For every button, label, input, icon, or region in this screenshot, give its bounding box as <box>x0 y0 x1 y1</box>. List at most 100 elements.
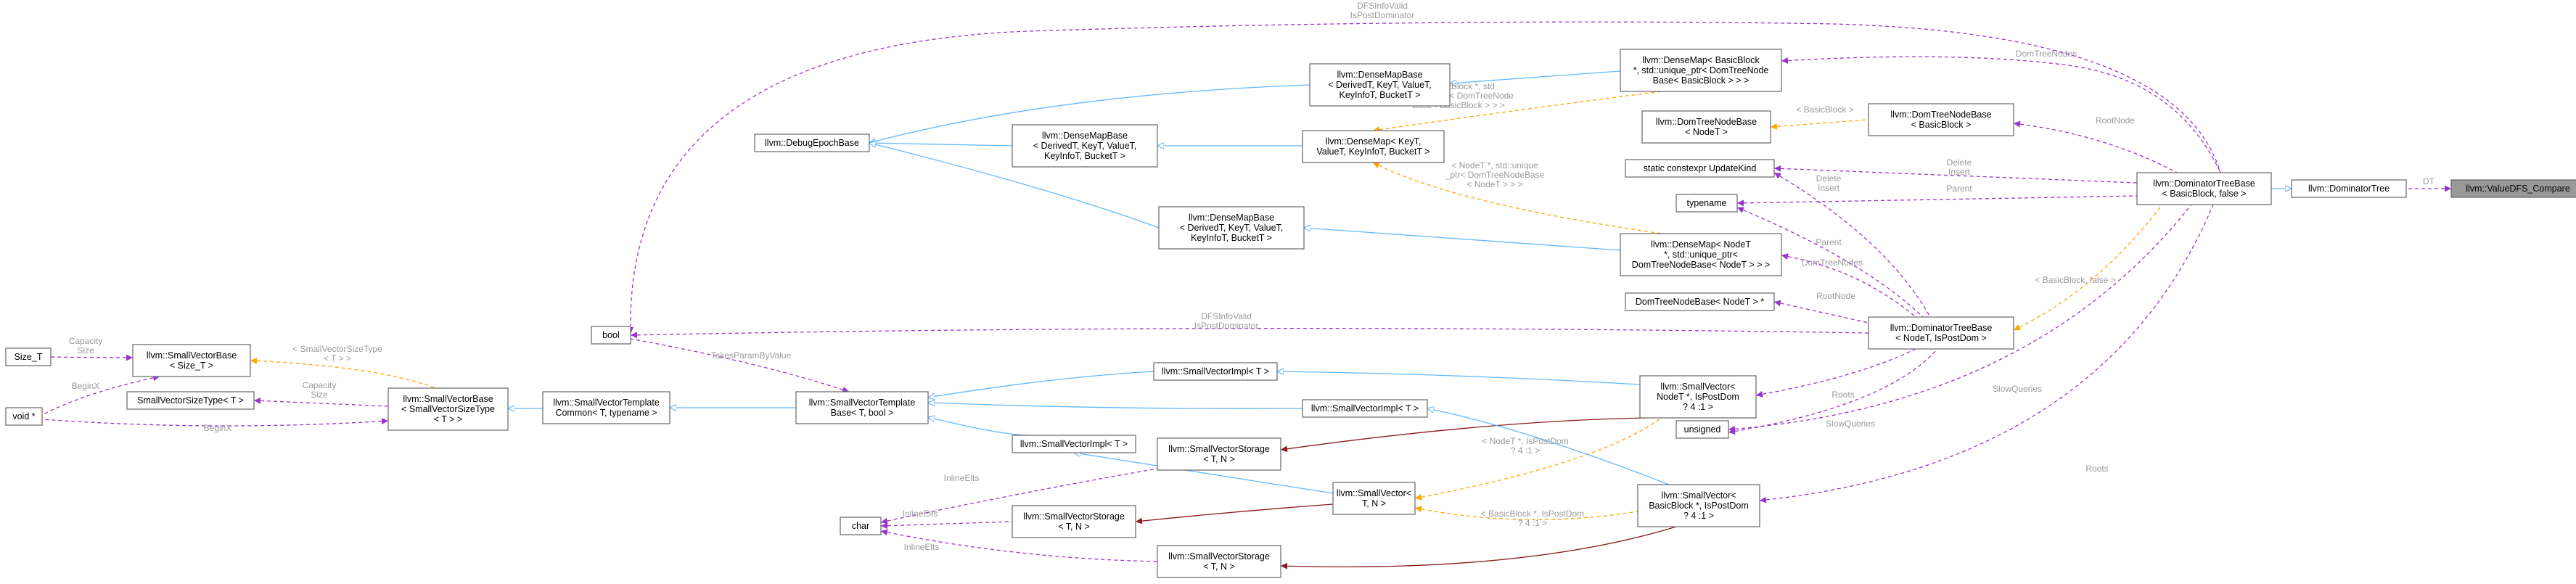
edge-label: Parent <box>1816 237 1842 247</box>
node-label: llvm::SmallVectorImpl< T > <box>1020 439 1128 449</box>
node-label: KeyInfoT, BucketT > <box>1191 233 1272 243</box>
class-node-bool[interactable]: bool <box>591 326 631 345</box>
edge-line <box>630 338 850 393</box>
class-node-svi2[interactable]: llvm::SmallVectorImpl< T > <box>1302 399 1428 418</box>
edge-label: InlineElts <box>904 542 940 552</box>
class-node-size-t[interactable]: Size_T <box>5 347 52 366</box>
edge-label-line: Insert <box>1948 167 1971 177</box>
edge-line <box>869 143 1160 229</box>
class-node-svs2[interactable]: llvm::SmallVectorStorage< T, N > <box>1012 505 1136 538</box>
class-node-char[interactable]: char <box>840 517 882 535</box>
edge-label-line: DomTreeNodes <box>1802 258 1863 268</box>
class-node-dtnb-gen[interactable]: llvm::DomTreeNodeBase< NodeT > <box>1641 110 1771 144</box>
edge-line <box>1736 195 2138 207</box>
node-label: llvm::SmallVectorBase <box>403 394 493 404</box>
edge-label-line: InlineElts <box>944 473 980 483</box>
edge-label-line: < BasicBlock > <box>1796 104 1853 115</box>
node-box <box>387 387 509 431</box>
edge-line <box>1755 348 1916 398</box>
edge-label-line: DT <box>2423 176 2435 186</box>
node-box <box>1625 159 1775 178</box>
edge-label-line: < NodeT > > > <box>1467 179 1522 189</box>
edge-dmb3-dmnodet <box>1304 228 1621 251</box>
edge-svs3-svbb <box>1280 526 1677 569</box>
node-label: unsigned <box>1684 424 1721 435</box>
node-label: typename <box>1687 198 1727 208</box>
class-node-dm-bb[interactable]: llvm::DenseMap< BasicBlock *, std::uniqu… <box>1620 49 1782 92</box>
edge-label-line: DomTreeNodes <box>2016 49 2077 59</box>
edge-svi3-svgen <box>1074 453 1334 494</box>
class-node-sv-bb[interactable]: llvm::SmallVector<BasicBlock *, IsPostDo… <box>1637 484 1760 527</box>
class-node-dtnb-ptr[interactable]: DomTreeNodeBase< NodeT > * <box>1625 292 1775 311</box>
node-box <box>1158 206 1305 250</box>
edge-line <box>1736 207 1924 318</box>
node-box <box>1620 49 1782 92</box>
class-node-svs3[interactable]: llvm::SmallVectorStorage< T, N > <box>1157 545 1281 578</box>
edge-line <box>928 403 1303 409</box>
node-label: char <box>852 521 869 531</box>
edge-label: DT <box>2423 176 2435 186</box>
node-box <box>1302 130 1445 163</box>
edge-line <box>928 417 1031 436</box>
edge-label: SlowQueries <box>1993 384 2042 394</box>
edge-tn-dtbbb: Parent <box>1736 184 2138 207</box>
edge-svs2-svgen <box>1135 503 1334 525</box>
edge-label-line: TakesParamByValue <box>711 350 792 361</box>
node-label: < T, N > <box>1203 454 1235 464</box>
edge-label: < SmallVectorSizeType< T > > <box>292 344 382 363</box>
edge-line <box>253 397 389 407</box>
class-node-svb-size[interactable]: llvm::SmallVectorBase< Size_T > <box>132 344 251 377</box>
class-node-svs1[interactable]: llvm::SmallVectorStorage< T, N > <box>1157 437 1281 471</box>
class-node-dtnb-bb[interactable]: llvm::DomTreeNodeBase< BasicBlock > <box>1868 103 2014 136</box>
node-label: llvm::SmallVector< <box>1661 490 1736 501</box>
class-node-svi3[interactable]: llvm::SmallVectorImpl< T > <box>1012 435 1136 453</box>
edge-label: < BasicBlock > <box>1796 104 1853 115</box>
node-label: < NodeT, IsPostDom > <box>1895 333 1987 343</box>
node-label: < BasicBlock > <box>1911 120 1972 130</box>
edge-label-line: Delete <box>1816 173 1842 184</box>
class-node-debug[interactable]: llvm::DebugEpochBase <box>754 133 870 152</box>
class-node-dm-nodet[interactable]: llvm::DenseMap< NodeT *, std::unique_ptr… <box>1620 233 1782 276</box>
node-label: *, std::unique_ptr< <box>1664 250 1738 260</box>
edge-label: InlineElts <box>903 509 938 519</box>
class-node-sv-gen[interactable]: llvm::SmallVector<T, N > <box>1332 482 1416 515</box>
node-label: llvm::DenseMap< BasicBlock <box>1642 55 1760 65</box>
node-label: ValueT, KeyInfoT, BucketT > <box>1316 147 1429 157</box>
class-node-uk[interactable]: static constexpr UpdateKind <box>1625 159 1775 178</box>
edge-svbsize-svbt: < SmallVectorSizeType< T > > <box>250 344 436 389</box>
edge-char-svs2: InlineElts <box>880 509 1013 530</box>
node-box <box>1012 505 1136 538</box>
edge-label-line: < NodeT *, std::unique <box>1451 160 1538 170</box>
edge-label-line: Insert <box>1818 183 1840 193</box>
edge-line <box>1427 408 1670 485</box>
class-node-dmb1[interactable]: llvm::DenseMapBase< DerivedT, KeyT, Valu… <box>1309 63 1451 107</box>
node-box <box>5 407 43 426</box>
class-node-sv-nodet[interactable]: llvm::SmallVector<NodeT *, IsPostDom? 4 … <box>1639 375 1757 419</box>
edge-line <box>1773 172 1931 318</box>
edge-label: RootNode <box>2096 115 2135 126</box>
node-box <box>1157 545 1281 578</box>
node-label: llvm::SmallVectorImpl< T > <box>1311 403 1419 414</box>
class-node-dtb[interactable]: llvm::DominatorTreeBase< NodeT, IsPostDo… <box>1868 316 2014 350</box>
class-node-svi1[interactable]: llvm::SmallVectorImpl< T > <box>1153 362 1278 381</box>
edge-svi2-svbb <box>1427 408 1670 485</box>
class-node-svb-t[interactable]: llvm::SmallVectorBase< SmallVectorSizeTy… <box>387 387 509 431</box>
node-box <box>1620 233 1782 276</box>
edge-line <box>1304 228 1621 251</box>
class-node-dmb3[interactable]: llvm::DenseMapBase< DerivedT, KeyT, Valu… <box>1158 206 1305 250</box>
class-node-dt[interactable]: llvm::DominatorTree <box>2291 179 2407 198</box>
edge-line <box>250 357 436 389</box>
class-node-svst-t[interactable]: SmallVectorSizeType< T > <box>126 391 255 410</box>
class-node-typename[interactable]: typename <box>1675 194 1738 213</box>
class-node-dmb2[interactable]: llvm::DenseMapBase< DerivedT, KeyT, Valu… <box>1012 124 1158 168</box>
class-node-dm-gen[interactable]: llvm::DenseMap< KeyT,ValueT, KeyInfoT, B… <box>1302 130 1445 163</box>
node-label: < DerivedT, KeyT, ValueT, <box>1180 223 1284 233</box>
class-node-voidp[interactable]: void * <box>5 407 43 426</box>
class-node-dtb-bb[interactable]: llvm::DominatorTreeBase< BasicBlock, fal… <box>2136 172 2272 205</box>
class-node-unsigned[interactable]: unsigned <box>1675 420 1729 439</box>
node-label: llvm::SmallVectorStorage <box>1168 551 1270 562</box>
